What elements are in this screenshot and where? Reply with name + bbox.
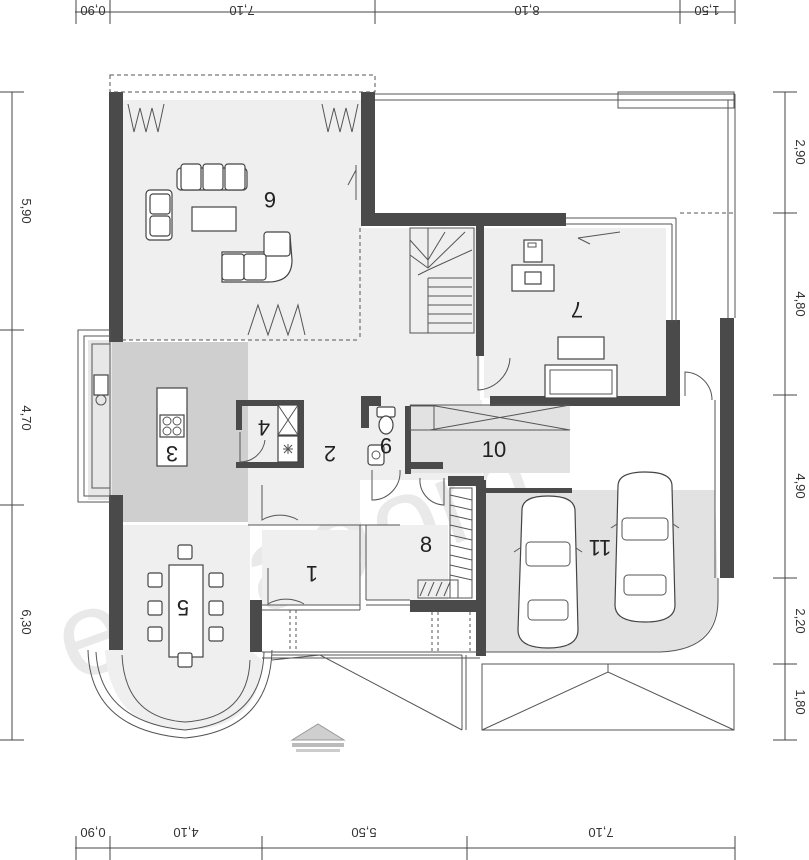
room-number-3: 3 [166, 441, 178, 466]
dim-left-2: 4,70 [19, 405, 34, 430]
living-furniture [127, 103, 359, 337]
office-furniture [511, 231, 621, 399]
room-number-10: 10 [482, 437, 506, 462]
dimensions-bottom: 0,90 4,10 5,50 7,10 [80, 825, 613, 840]
wc-fixtures [367, 406, 396, 466]
dimensions-top: 0,90 7,10 8,10 1,50 [80, 3, 719, 18]
room-number-2: 2 [324, 441, 336, 466]
room-number-4: 4 [258, 415, 270, 440]
room-number-8: 8 [420, 532, 432, 557]
dimensions-left: 5,90 4,70 6,30 [19, 198, 34, 634]
dim-bottom-4: 7,10 [588, 825, 613, 840]
room-number-9: 9 [380, 433, 392, 458]
walls [109, 92, 734, 656]
room-number-11: 11 [589, 535, 612, 560]
dim-right-3: 4,90 [793, 473, 808, 498]
dim-right-2: 4,80 [793, 291, 808, 316]
dim-right-5: 1,80 [793, 689, 808, 714]
outline-lines [77, 74, 736, 739]
dim-bottom-3: 5,50 [351, 825, 376, 840]
dining-furniture [147, 544, 224, 668]
storage-shelves [417, 487, 473, 599]
dim-top-1: 0,90 [80, 3, 105, 18]
room-number-7: 7 [571, 297, 583, 322]
room-numbers: 1 2 3 4 5 6 7 8 9 10 11 [166, 187, 612, 620]
dim-top-2: 7,10 [229, 3, 254, 18]
kitchen-furniture [93, 374, 299, 467]
dim-top-4: 1,50 [694, 3, 719, 18]
dim-right-4: 2,20 [793, 608, 808, 633]
doors [239, 356, 713, 605]
dimensions-right: 2,90 4,80 4,90 2,20 1,80 [793, 139, 808, 714]
entrance-arrow-icon [290, 723, 346, 752]
room-number-6: 6 [264, 187, 276, 212]
dim-left-1: 5,90 [19, 198, 34, 223]
dim-bottom-1: 0,90 [80, 825, 105, 840]
dim-top-3: 8,10 [514, 3, 539, 18]
room-number-5: 5 [177, 595, 189, 620]
dim-bottom-2: 4,10 [173, 825, 198, 840]
room-number-1: 1 [306, 561, 318, 586]
staircase [409, 227, 475, 334]
dim-right-1: 2,90 [793, 139, 808, 164]
dim-left-3: 6,30 [19, 609, 34, 634]
garage-cars [513, 471, 680, 649]
